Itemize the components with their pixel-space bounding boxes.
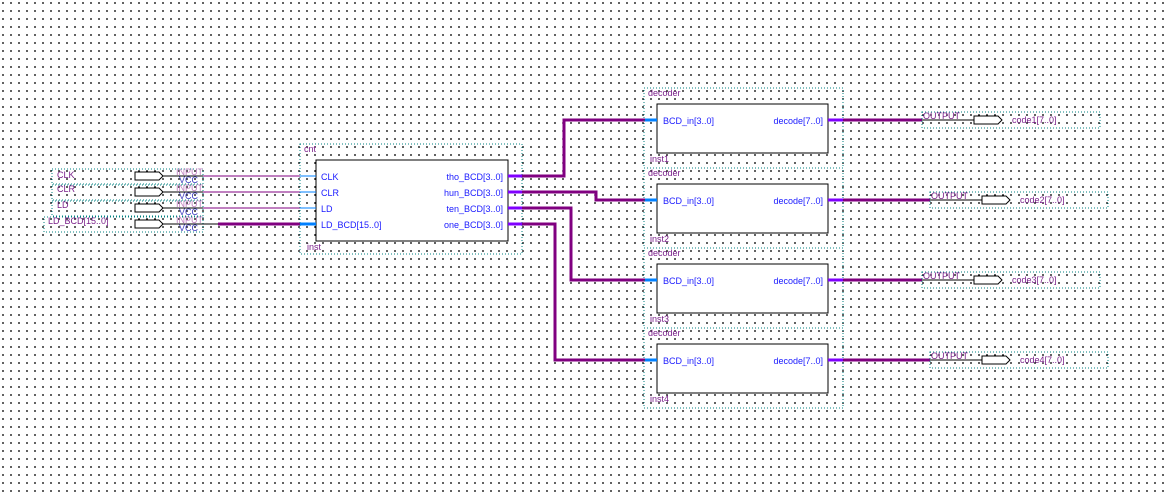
pin-frame <box>921 271 1101 289</box>
pin-frame <box>51 184 204 201</box>
port-ld[interactable]: LD <box>321 204 333 214</box>
decoder-block-2[interactable]: decoder inst2 BCD_in[3..0] decode[7..0] <box>643 167 844 249</box>
block-body <box>656 263 829 314</box>
bus-hun-bcd[interactable] <box>522 190 645 202</box>
block-body <box>656 183 829 234</box>
pin-type-label: INPUT <box>176 183 204 193</box>
pin-type-label: INPUT <box>176 167 204 177</box>
input-pin-symbol <box>134 187 164 197</box>
pin-name: LD <box>57 200 69 210</box>
output-pin-symbol <box>973 275 1003 285</box>
bus-ten-bcd[interactable] <box>522 206 645 282</box>
decoder-block-3[interactable]: decoder inst3 BCD_in[3..0] decode[7..0] <box>643 247 844 329</box>
port-ld-bcd[interactable]: LD_BCD[15..0] <box>321 220 382 230</box>
output-pin-code2[interactable]: OUTPUT code2[7..0] <box>929 191 1109 209</box>
block-frame <box>299 143 523 255</box>
block-body <box>656 103 829 154</box>
block-body <box>656 343 829 394</box>
output-pin-code1[interactable]: OUTPUT code1[7..0] <box>921 111 1101 129</box>
port-tho-bcd[interactable]: tho_BCD[3..0] <box>446 172 503 182</box>
port-bcd-in[interactable]: BCD_in[3..0] <box>663 276 714 286</box>
block-body <box>315 159 509 242</box>
pin-name: code3[7..0] <box>1012 275 1057 285</box>
pin-type-label: OUTPUT <box>923 271 961 281</box>
input-pin-ld-bcd[interactable]: LD_BCD[15..0] INPUT VCC <box>43 215 204 233</box>
block-frame <box>643 327 844 409</box>
output-pin-code3[interactable]: OUTPUT code3[7..0] <box>921 271 1101 289</box>
pin-type-label: OUTPUT <box>923 111 961 121</box>
pin-default-label: VCC <box>179 175 199 185</box>
pin-name: code4[7..0] <box>1020 355 1065 365</box>
block-entity-name: decoder <box>648 88 681 98</box>
pin-name: CLR <box>57 184 76 194</box>
block-entity-name: decoder <box>648 168 681 178</box>
port-bcd-in[interactable]: BCD_in[3..0] <box>663 356 714 366</box>
block-entity-name: cnt <box>304 144 317 154</box>
pin-default-label: VCC <box>179 207 199 217</box>
decoder-block-4[interactable]: decoder inst4 BCD_in[3..0] decode[7..0] <box>643 327 844 409</box>
pin-type-label: INPUT <box>176 215 204 225</box>
decoder-block-1[interactable]: decoder inst1 BCD_in[3..0] decode[7..0] <box>643 87 844 169</box>
bus-tho-bcd[interactable] <box>522 118 645 178</box>
input-pin-symbol <box>134 203 164 213</box>
pin-name: code1[7..0] <box>1012 115 1057 125</box>
port-decode[interactable]: decode[7..0] <box>773 196 823 206</box>
bus-one-bcd[interactable] <box>522 222 645 362</box>
block-instance-name: inst1 <box>650 154 669 164</box>
port-bcd-in[interactable]: BCD_in[3..0] <box>663 116 714 126</box>
block-instance-name: inst3 <box>650 314 669 324</box>
block-entity-name: decoder <box>648 328 681 338</box>
pin-default-label: VCC <box>179 223 199 233</box>
pin-default-label: VCC <box>179 191 199 201</box>
block-instance-name: inst4 <box>650 394 669 404</box>
port-hun-bcd[interactable]: hun_BCD[3..0] <box>444 188 503 198</box>
port-decode[interactable]: decode[7..0] <box>773 356 823 366</box>
port-bcd-in[interactable]: BCD_in[3..0] <box>663 196 714 206</box>
pin-frame <box>51 168 204 185</box>
port-ten-bcd[interactable]: ten_BCD[3..0] <box>446 204 503 214</box>
pin-frame <box>51 200 204 217</box>
pin-type-label: OUTPUT <box>931 351 969 361</box>
output-pin-symbol <box>981 195 1011 205</box>
port-decode[interactable]: decode[7..0] <box>773 276 823 286</box>
input-pin-ld[interactable]: LD INPUT VCC <box>51 199 204 217</box>
output-pin-symbol <box>981 355 1011 365</box>
port-decode[interactable]: decode[7..0] <box>773 116 823 126</box>
pin-frame <box>929 191 1109 209</box>
block-entity-name: decoder <box>648 248 681 258</box>
pin-type-label: OUTPUT <box>931 191 969 201</box>
port-clr[interactable]: CLR <box>321 188 340 198</box>
input-pin-clr[interactable]: CLR INPUT VCC <box>51 183 204 201</box>
input-pin-clk[interactable]: CLK INPUT VCC <box>51 167 204 185</box>
output-pin-code4[interactable]: OUTPUT code4[7..0] <box>929 351 1109 369</box>
port-clk[interactable]: CLK <box>321 172 339 182</box>
pin-name: CLK <box>57 170 75 180</box>
pin-frame <box>921 111 1101 129</box>
block-instance-name: inst <box>307 242 322 252</box>
input-pin-symbol <box>134 171 164 181</box>
pin-frame <box>929 351 1109 369</box>
port-one-bcd[interactable]: one_BCD[3..0] <box>444 220 503 230</box>
pin-name: LD_BCD[15..0] <box>48 216 109 226</box>
counter-block[interactable]: cnt inst CLK CLR LD LD_BCD[15..0] tho_BC… <box>299 143 523 255</box>
pin-name: code2[7..0] <box>1020 195 1065 205</box>
input-pin-symbol <box>134 219 164 229</box>
pin-type-label: INPUT <box>176 199 204 209</box>
output-pin-symbol <box>973 115 1003 125</box>
block-instance-name: inst2 <box>650 234 669 244</box>
